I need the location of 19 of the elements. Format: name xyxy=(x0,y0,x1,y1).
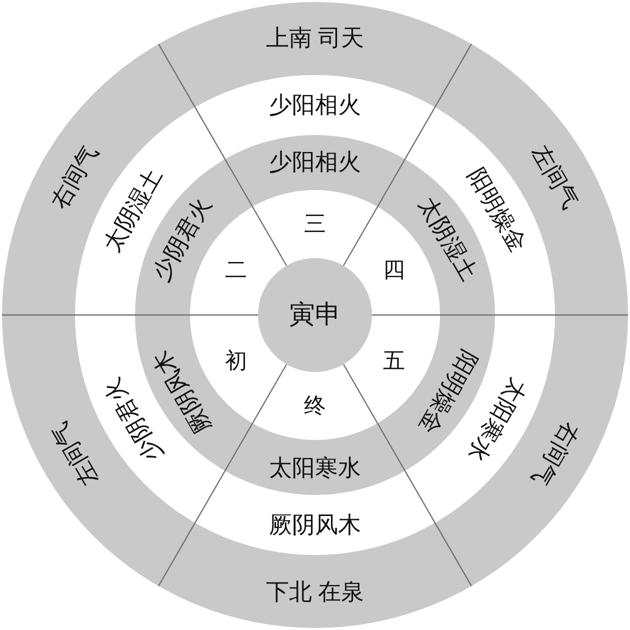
sector-label: 太阴湿土 xyxy=(414,192,480,284)
sector-label: 左间气 xyxy=(528,140,582,212)
sector-label: 少阳相火 xyxy=(269,94,361,116)
sector-label: 三 xyxy=(304,213,326,235)
sector-label: 初 xyxy=(225,350,248,372)
sector-label: 终 xyxy=(304,395,326,417)
sector-label: 右间气 xyxy=(48,140,102,212)
sector-label: 下北 在泉 xyxy=(266,580,364,604)
sector-label: 上南 司天 xyxy=(266,26,364,50)
sector-label: 五 xyxy=(382,350,405,372)
sector-label: 左间气 xyxy=(48,418,102,490)
sector-label: 二 xyxy=(225,258,248,280)
sector-label: 厥阴风木 xyxy=(269,514,361,536)
sector-label: 少阳相火 xyxy=(269,150,361,174)
sector-label: 太阳寒水 xyxy=(269,456,361,480)
sector-label: 阳明燥金 xyxy=(414,346,480,438)
sector-label: 四 xyxy=(382,258,405,280)
sector-label: 右间气 xyxy=(528,418,582,490)
centre-label: 寅申 xyxy=(289,302,341,328)
